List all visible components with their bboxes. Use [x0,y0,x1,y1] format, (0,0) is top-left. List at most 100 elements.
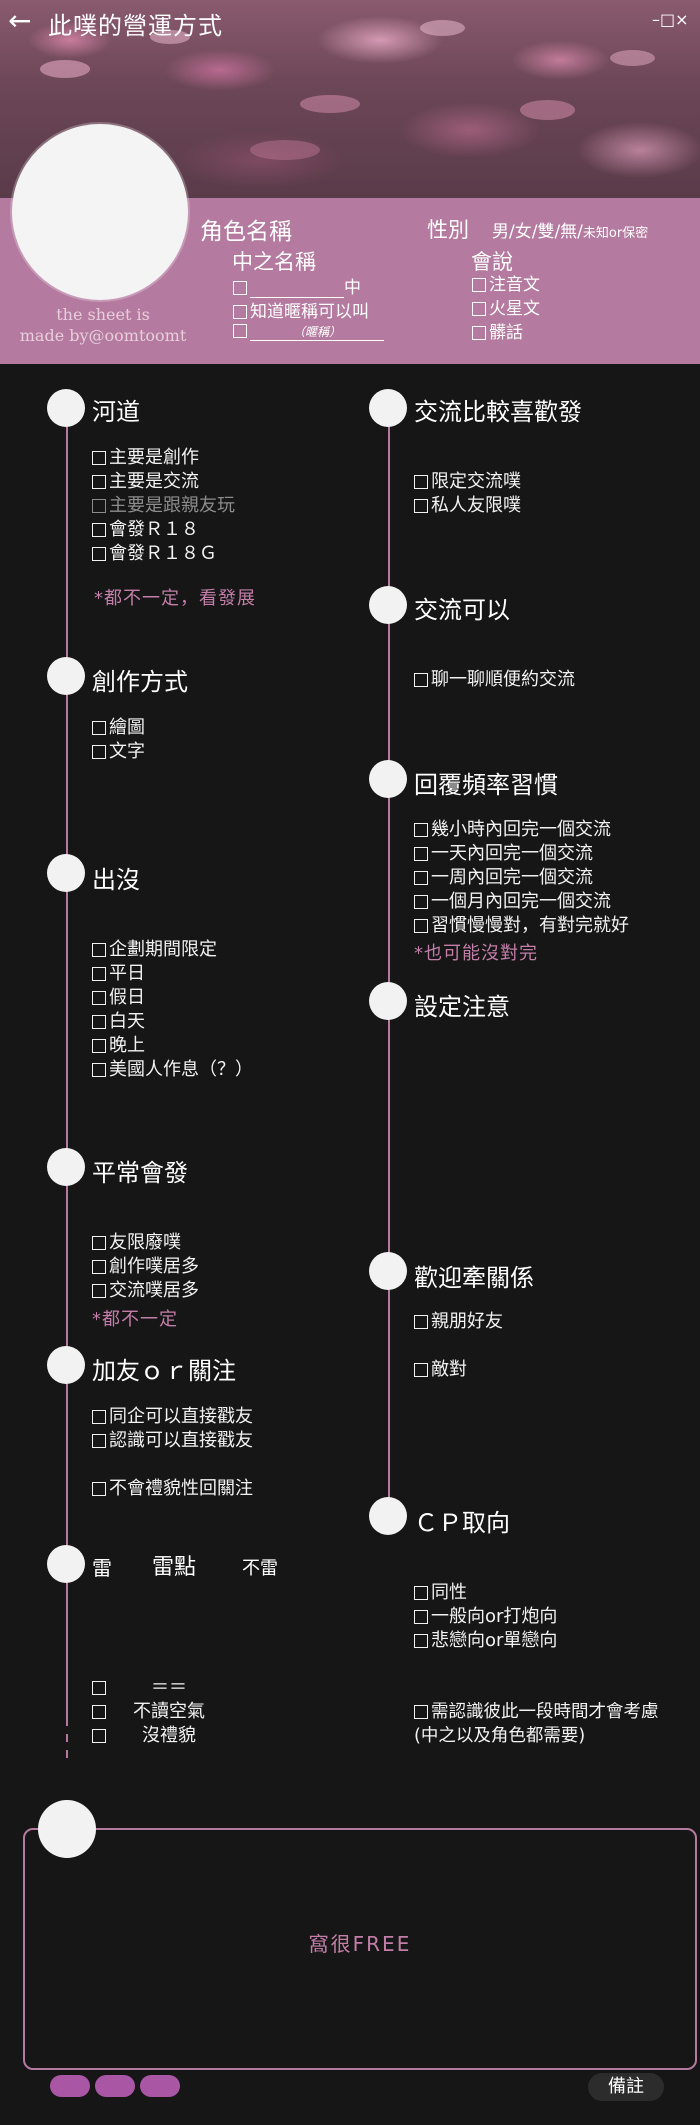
mines-rows: ＝＝ 不讀空氣 沒禮貌 [92,1676,229,1748]
checkbox-option[interactable]: 創作噗居多 [92,1255,199,1279]
checkbox-option[interactable]: 交流噗居多 [92,1279,199,1303]
follow-options: 同企可以直接戳友 認識可以直接戳友 [92,1405,253,1453]
checkbox-option[interactable]: 敵對 [414,1358,467,1382]
mines-col-title: 雷 [92,1556,112,1580]
checkbox-option[interactable]: 繪圖 [92,716,145,740]
checkbox-option[interactable]: 私人友限噗 [414,494,521,518]
checkbox-option[interactable]: 美國人作息（？） [92,1058,253,1082]
avatar[interactable] [12,124,188,300]
checkbox-option[interactable]: 一天內回完一個交流 [414,842,629,866]
usual-options: 友限廢噗 創作噗居多 交流噗居多 [92,1231,199,1303]
checkbox-option[interactable]: 晚上 [92,1034,253,1058]
checkbox-option[interactable]: 聊一聊順便約交流 [414,668,575,692]
checkbox-option[interactable]: 習慣慢慢對，有對完就好 [414,914,629,938]
checkbox-option[interactable]: 限定交流噗 [414,470,521,494]
page-title: 此噗的營運方式 [48,12,223,40]
tab-pill[interactable] [95,2075,135,2097]
appear-options: 企劃期間限定 平日 假日 白天 晚上 美國人作息（？） [92,938,253,1082]
checkbox-option[interactable]: 一周內回完一個交流 [414,866,629,890]
speak-option[interactable]: 髒話 [472,321,540,345]
checkbox-option[interactable]: 悲戀向or單戀向 [414,1629,557,1653]
sheet-credit: the sheet is made by@oomtoomt [19,305,187,345]
checkbox-option[interactable]: 主要是創作 [92,446,235,470]
speak-label: 會說 [471,250,513,274]
river-options: 主要是創作 主要是交流 主要是跟親友玩 會發Ｒ１８ 會發Ｒ１８Ｇ [92,446,235,566]
inner-name-label: 中之名稱 [232,250,316,274]
timeline-node [47,1545,85,1583]
checkbox-option[interactable]: 需認識彼此一段時間才會考慮 [414,1700,659,1724]
reply-note: *也可能沒對完 [414,943,538,964]
checkbox-option[interactable]: 主要是交流 [92,470,235,494]
checkbox-option[interactable]: 同性 [414,1581,557,1605]
create-options: 繪圖 文字 [92,716,145,764]
checkbox-option[interactable]: 幾小時內回完一個交流 [414,818,629,842]
timeline-node [369,1497,407,1535]
timeline-node [47,1148,85,1186]
inner-name-field[interactable]: 中 [233,273,361,298]
notes-panel [23,1828,697,2070]
checkbox-option[interactable]: 友限廢噗 [92,1231,199,1255]
mines-col-ok: 不雷 [242,1558,278,1579]
checkbox-option[interactable]: 文字 [92,740,145,764]
section-title-reply: 回覆頻率習慣 [414,771,558,799]
checkbox[interactable] [233,305,247,319]
timeline-dash [66,1750,68,1758]
checkbox-option[interactable]: 白天 [92,1010,253,1034]
timeline-node [369,760,407,798]
speak-option[interactable]: 注音文 [472,273,540,297]
section-title-river: 河道 [92,398,140,426]
speak-option[interactable]: 火星文 [472,297,540,321]
cp-options: 同性 一般向or打炮向 悲戀向or單戀向 [414,1581,557,1653]
tab-pill[interactable] [50,2075,90,2097]
checkbox-option[interactable]: 主要是跟親友玩 [92,494,235,518]
checkbox-option[interactable]: 平日 [92,962,253,986]
speak-options: 注音文 火星文 髒話 [472,273,540,345]
checkbox-option[interactable]: 假日 [92,986,253,1010]
timeline-node [369,982,407,1020]
role-name-label: 角色名稱 [200,219,292,245]
river-note: *都不一定，看發展 [94,588,256,609]
gender-label: 性別 [427,218,469,242]
nickname-option[interactable]: 知道暱稱可以叫 [233,297,369,322]
reply-options: 幾小時內回完一個交流 一天內回完一個交流 一周內回完一個交流 一個月內回完一個交… [414,818,629,938]
checkbox-option[interactable]: 親朋好友 [414,1310,503,1334]
section-title-relation: 歡迎牽關係 [414,1264,534,1292]
cp-extra: 需認識彼此一段時間才會考慮 (中之以及角色都需要) [414,1700,659,1746]
checkbox-option[interactable]: 會發Ｒ１８Ｇ [92,542,235,566]
checkbox[interactable] [233,324,247,338]
nickname-field[interactable]: （暱稱） [233,321,384,341]
back-arrow-icon[interactable]: ← [8,4,32,37]
mines-row[interactable]: ＝＝ [92,1676,229,1700]
section-title-prefer: 交流比較喜歡發 [414,398,582,426]
section-title-appear: 出沒 [92,866,140,894]
notes-button[interactable]: 備註 [588,2073,664,2101]
checkbox-option[interactable]: 企劃期間限定 [92,938,253,962]
checkbox-option[interactable]: 認識可以直接戳友 [92,1429,253,1453]
checkbox[interactable] [233,281,247,295]
timeline-node [47,1346,85,1384]
section-title-cp: ＣＰ取向 [414,1509,510,1537]
timeline-node [369,1252,407,1290]
section-title-create: 創作方式 [92,668,188,696]
panel-text: 窩很FREE [308,1932,412,1956]
mines-row[interactable]: 不讀空氣 [92,1700,229,1724]
checkbox-option[interactable]: 會發Ｒ１８ [92,518,235,542]
checkbox-option[interactable]: 同企可以直接戳友 [92,1405,253,1429]
gender-options: 男/女/雙/無/未知or保密 [492,222,649,242]
timeline-node [369,586,407,624]
checkbox-option[interactable]: 一個月內回完一個交流 [414,890,629,914]
checkbox-option[interactable]: 一般向or打炮向 [414,1605,557,1629]
mines-row[interactable]: 沒禮貌 [92,1724,229,1748]
window-controls[interactable]: –□× [652,10,689,29]
tab-pill[interactable] [140,2075,180,2097]
timeline-node [47,854,85,892]
section-title-ok: 交流可以 [414,596,510,624]
timeline-dash [66,1734,68,1742]
timeline-node [47,657,85,695]
checkbox-option[interactable]: 不會禮貌性回關注 [92,1477,253,1501]
mines-col-points: 雷點 [152,1555,197,1580]
section-title-setting: 設定注意 [414,993,510,1021]
left-timeline-line [66,408,68,1718]
timeline-node [38,1800,96,1858]
timeline-dash [66,1718,68,1726]
